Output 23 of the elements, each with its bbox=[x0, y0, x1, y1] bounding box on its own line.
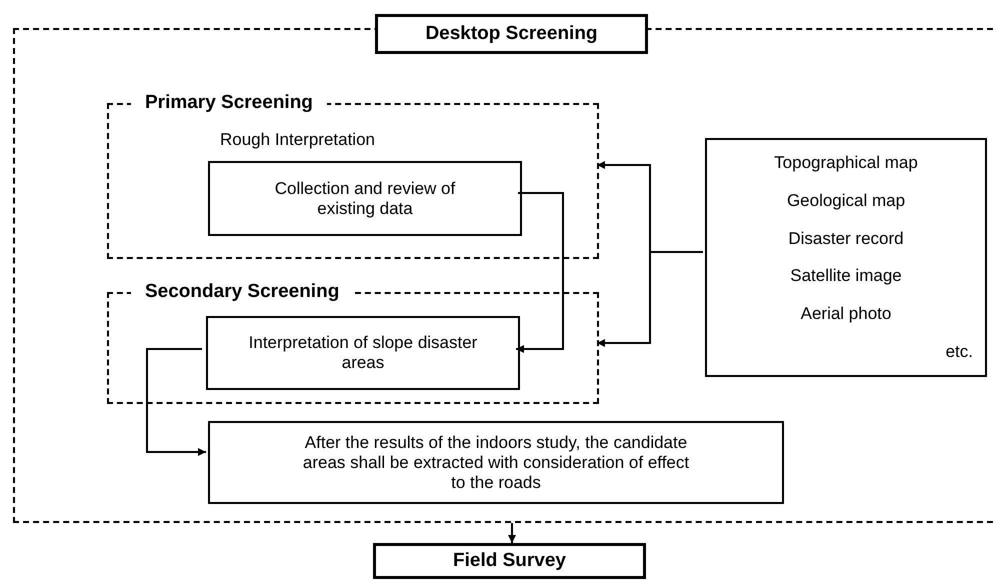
arrow bbox=[146, 348, 206, 456]
list-item: etc. bbox=[946, 341, 973, 364]
box-text: Desktop Screening bbox=[425, 22, 598, 46]
box-text: Field Survey bbox=[453, 549, 566, 573]
list-item: Disaster record bbox=[788, 228, 904, 250]
arrow bbox=[516, 192, 564, 353]
list-item: Aerial photo bbox=[800, 303, 892, 326]
process-box bbox=[208, 421, 784, 504]
process-box bbox=[208, 161, 522, 236]
stage-box bbox=[373, 543, 646, 579]
group-heading: Primary Screening bbox=[131, 91, 327, 115]
box-text: After the results of the indoors study, the candidate areas shall be extracted with consideration of effect to the roads bbox=[302, 432, 690, 492]
list-item: Topographical map bbox=[774, 152, 918, 174]
box-text: Interpretation of slope disaster areas bbox=[248, 333, 478, 373]
stage-box bbox=[375, 14, 648, 54]
group-heading: Secondary Screening bbox=[131, 280, 354, 304]
process-box bbox=[206, 316, 520, 390]
list-item: Geological map bbox=[786, 190, 906, 212]
box-text: Collection and review of existing data bbox=[274, 178, 456, 218]
list-item: Satellite image bbox=[790, 265, 902, 288]
source-list-box bbox=[705, 138, 987, 377]
group-subheading: Rough Interpretation bbox=[220, 129, 375, 151]
arrow bbox=[508, 523, 516, 543]
